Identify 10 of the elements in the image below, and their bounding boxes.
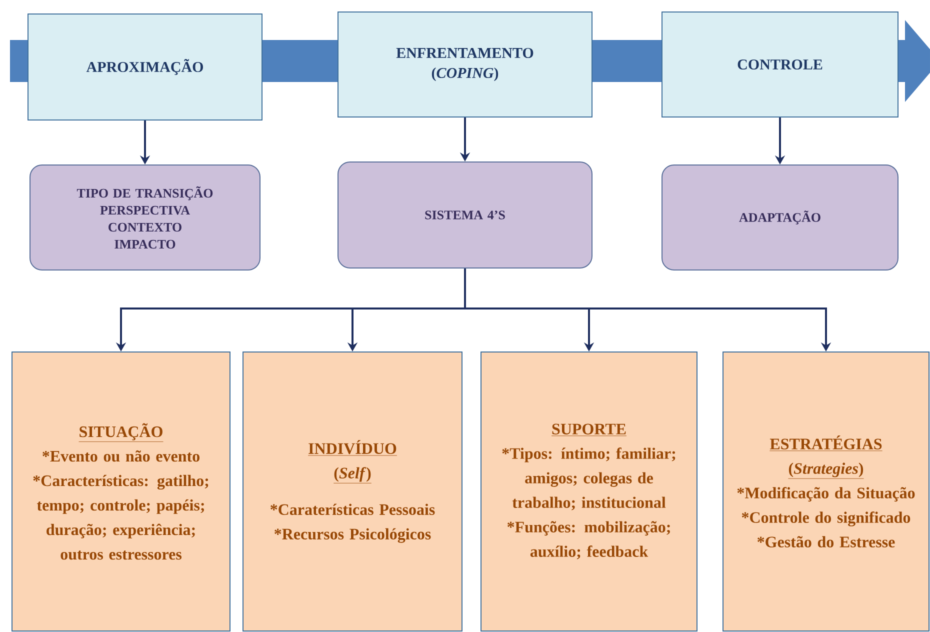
stage-box: ENFRENTAMENTO (COPING) (338, 12, 592, 118)
factor-box: INDIVÍDUO (Self) *Caraterísticas Pessoais *Recursos Psicológicos (242, 352, 462, 632)
factor-box: ESTRATÉGIAS (Strategies) *Modificação da Situação *Controle do significado *Gestão do Estresse (722, 352, 930, 632)
concept-box: ADAPTAÇÃO (662, 164, 898, 270)
concept-box: TIPO DE TRANSIÇÃO PERSPECTIVA CONTEXTO IMPACTO (30, 164, 260, 270)
stage-box: APROXIMAÇÃO (28, 14, 262, 120)
stage-box: CONTROLE (662, 12, 898, 118)
concept-box: SISTEMA 4’S (338, 162, 592, 268)
factor-box: SUPORTE *Tipos: íntimo; familiar; amigos; colegas de trabalho; institucional *Funções: mobilização; auxílio; feedback (480, 352, 698, 632)
factor-box: SITUAÇÃO *Evento ou não evento *Características: gatilho; tempo; controle; papéis; duração; experiência; outros estressores (12, 352, 230, 632)
